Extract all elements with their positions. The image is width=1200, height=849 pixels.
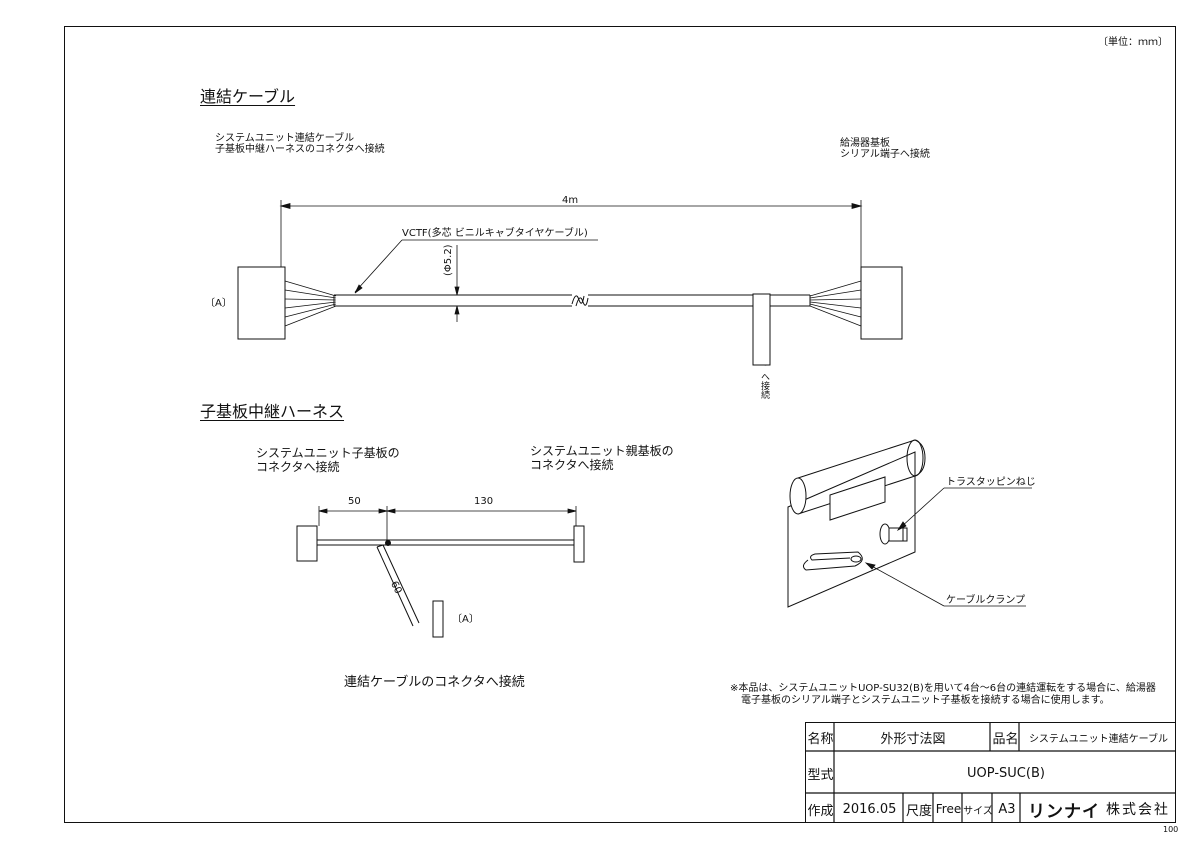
cable-length-dimension-label: 4m xyxy=(562,195,579,206)
pipe-shape xyxy=(789,439,926,515)
cable-left-note-line1: システムユニット連結ケーブル xyxy=(215,133,355,144)
size-label: サイズ xyxy=(963,805,993,817)
plate-label-rectangle xyxy=(829,476,886,521)
company-cell: リンナイ 株式会社 xyxy=(1021,794,1177,824)
company-logo: リンナイ xyxy=(1028,801,1100,822)
cable-break-mark xyxy=(571,295,589,307)
cable-right-fan-wires xyxy=(809,280,862,327)
harness-dimensions xyxy=(318,506,577,540)
clamp-figure-leaders xyxy=(864,487,1032,607)
clamp-label: ケーブルクランプ xyxy=(946,595,1026,606)
cable-type-label: VCTF(多芯 ビニルキャブタイヤケーブル) xyxy=(402,228,588,239)
unit-note: 〔単位：ｍｍ〕 xyxy=(1098,37,1168,48)
made-value: 2016.05 xyxy=(842,801,897,817)
cable-left-fan-wires xyxy=(284,280,337,327)
cable-body xyxy=(333,294,811,307)
cable-right-connector xyxy=(860,266,903,340)
scale-label: 尺度 xyxy=(905,803,932,819)
model-label: 型式 xyxy=(807,767,834,783)
harness-left-connector xyxy=(296,525,318,562)
harness-connector-a-label: 〔A〕 xyxy=(452,614,479,625)
cable-tag xyxy=(752,293,771,366)
harness-dimension-50: 50 xyxy=(348,496,361,507)
cable-section-heading: 連結ケーブル xyxy=(200,87,296,106)
harness-right-connector xyxy=(573,525,585,563)
harness-dimension-130: 130 xyxy=(474,496,494,507)
cable-right-note-line2: シリアル端子へ接続 xyxy=(840,149,930,160)
made-label: 作成 xyxy=(807,803,834,819)
child-board-note-line1: システムユニット子基板の xyxy=(256,446,400,460)
cable-left-note-line2: 子基板中継ハーネスのコネクタへ接続 xyxy=(215,144,385,155)
product-label: 品名 xyxy=(992,732,1019,747)
sheet-number: 100 xyxy=(1163,825,1179,834)
title-block-grid xyxy=(804,721,1176,823)
truss-screw xyxy=(879,523,908,545)
size-value: A3 xyxy=(998,801,1016,817)
name-label: 名称 xyxy=(807,732,834,747)
cable-connector-a-label: 〔A〕 xyxy=(205,298,232,309)
harness-section-heading: 子基板中継ハーネス xyxy=(200,402,345,421)
cable-type-leader xyxy=(354,239,598,294)
cable-left-connector xyxy=(237,266,286,340)
company-suffix: 株式会社 xyxy=(1106,802,1170,818)
harness-branch-wire xyxy=(376,540,420,627)
screw-label: トラスタッピンねじ xyxy=(946,477,1036,488)
title-block: 名称 外形寸法図 品名 システムユニット連結ケーブル 型式 UOP-SUC(B)… xyxy=(804,721,1177,824)
child-board-note-line2: コネクタへ接続 xyxy=(256,460,340,474)
footnote-line1: ※本品は、システムユニットUOP-SU32(B)を用いて4台〜6台の連結運転をす… xyxy=(730,683,1156,694)
parent-board-note-line2: コネクタへ接続 xyxy=(530,458,614,472)
drawing-frame xyxy=(64,26,1176,823)
harness-branch-connector xyxy=(432,600,444,638)
parent-board-note-line1: システムユニット親基板の xyxy=(530,444,674,458)
cable-diameter-dimension xyxy=(454,245,460,322)
cable-length-dimension xyxy=(279,200,863,267)
harness-bottom-note: 連結ケーブルのコネクタへ接続 xyxy=(344,675,525,690)
product-value: システムユニット連結ケーブル xyxy=(1028,734,1169,745)
cable-clamp xyxy=(802,551,863,571)
footnote-line2: 電子基板のシリアル端子とシステムユニット子基板を接続する場合に使用します。 xyxy=(741,695,1110,706)
harness-main-wire xyxy=(317,539,574,546)
scale-value: Free xyxy=(935,802,962,816)
model-value: UOP-SUC(B) xyxy=(967,765,1045,781)
name-value: 外形寸法図 xyxy=(880,732,946,747)
cable-right-note-line1: 給湯器基板 xyxy=(840,138,890,149)
